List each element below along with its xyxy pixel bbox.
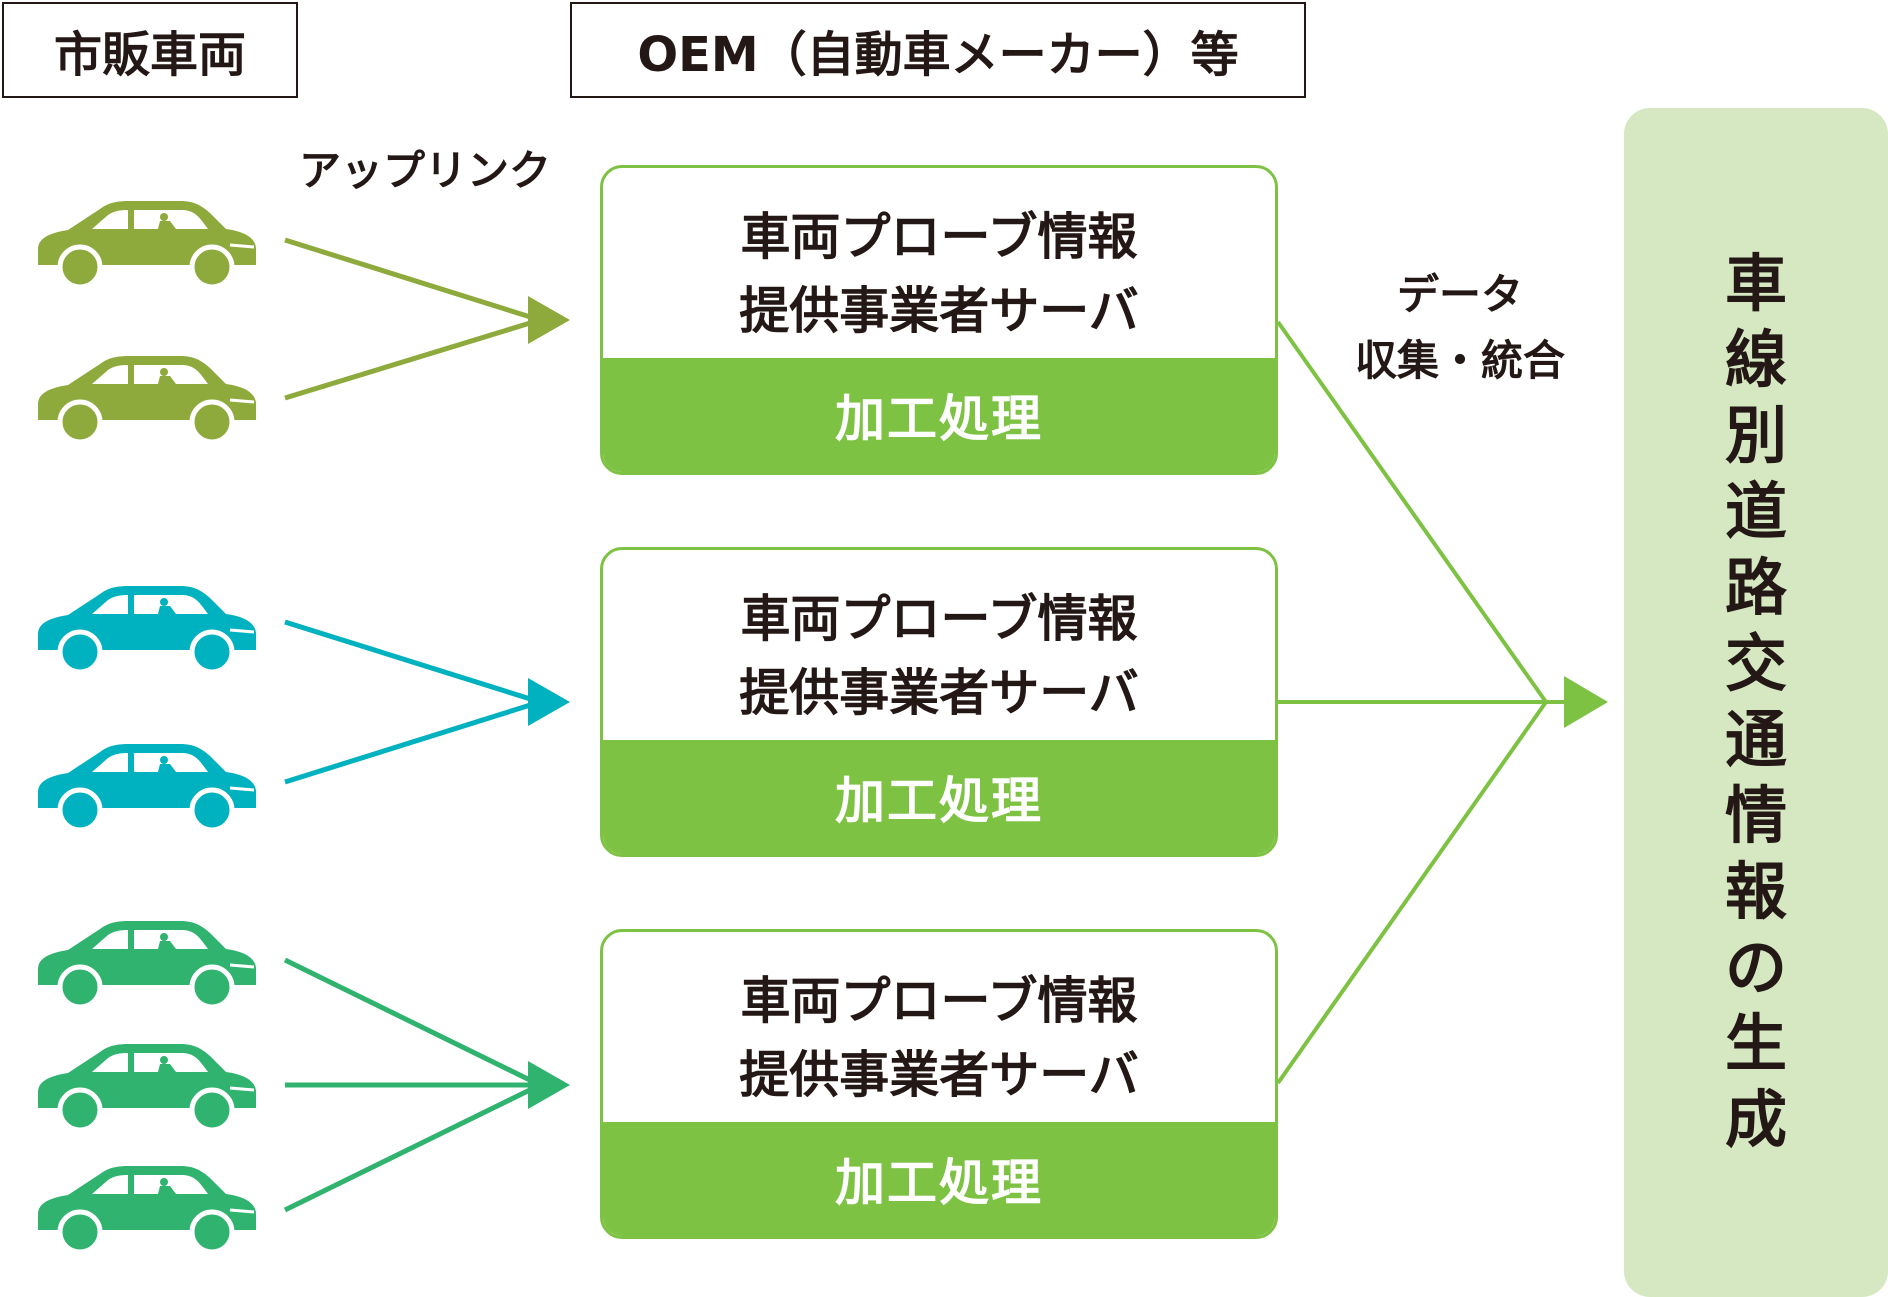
collect-label-line1: データ — [1396, 270, 1523, 319]
result-char: 情 — [1724, 779, 1787, 852]
result-panel: 車 線 別 道 路 交 通 情 報 の 生 成 — [1624, 108, 1888, 1297]
server-title-line2: 提供事業者サーバ — [739, 282, 1139, 340]
car-icon — [30, 1160, 260, 1250]
result-char: 路 — [1724, 551, 1787, 624]
vehicles-header-label: 市販車両 — [53, 27, 246, 83]
car-icon — [30, 350, 260, 440]
result-char: 成 — [1724, 1083, 1787, 1156]
result-title: 車 線 別 道 路 交 通 情 報 の 生 成 — [1624, 246, 1888, 1158]
server-title-line2: 提供事業者サーバ — [739, 664, 1139, 722]
car-icon — [30, 738, 260, 828]
server-title-line1: 車両プローブ情報 — [740, 972, 1138, 1030]
uplink-label: アップリンク — [298, 146, 551, 195]
collect-arrowhead — [1564, 676, 1608, 728]
server-title: 車両プローブ情報 提供事業者サーバ — [603, 200, 1275, 348]
result-char: 通 — [1724, 703, 1787, 776]
uplink-line — [284, 317, 541, 401]
oem-header-label: OEM（自動車メーカー）等 — [637, 27, 1239, 83]
uplink-line — [283, 1082, 542, 1213]
server-title-line1: 車両プローブ情報 — [740, 208, 1138, 266]
processing-band: 加工処理 — [603, 1122, 1275, 1236]
uplink-arrowhead — [528, 1061, 570, 1109]
result-char: 生 — [1724, 1007, 1787, 1080]
car-icon — [30, 1038, 260, 1128]
result-char: 交 — [1724, 627, 1787, 700]
collect-label-line2: 収集・統合 — [1354, 336, 1565, 385]
car-icon — [30, 915, 260, 1005]
vehicles-header: 市販車両 — [2, 2, 298, 98]
server-title-line2: 提供事業者サーバ — [739, 1046, 1139, 1104]
probe-server-box: 車両プローブ情報 提供事業者サーバ 加工処理 — [600, 165, 1278, 475]
probe-server-box: 車両プローブ情報 提供事業者サーバ 加工処理 — [600, 929, 1278, 1239]
result-char: 道 — [1724, 475, 1787, 548]
processing-band: 加工処理 — [603, 358, 1275, 472]
probe-server-box: 車両プローブ情報 提供事業者サーバ 加工処理 — [600, 547, 1278, 857]
server-title: 車両プローブ情報 提供事業者サーバ — [603, 582, 1275, 730]
uplink-line — [284, 237, 541, 323]
car-icon — [30, 195, 260, 285]
result-char: 報 — [1724, 855, 1787, 928]
result-char: 別 — [1724, 399, 1787, 472]
result-char: の — [1724, 931, 1787, 1004]
result-char: 車 — [1724, 247, 1787, 320]
uplink-line — [284, 619, 541, 705]
oem-header: OEM（自動車メーカー）等 — [570, 2, 1306, 98]
uplink-line — [284, 699, 541, 785]
uplink-arrowhead — [528, 296, 570, 344]
collect-line — [1276, 320, 1548, 704]
server-title: 車両プローブ情報 提供事業者サーバ — [603, 964, 1275, 1112]
server-title-line1: 車両プローブ情報 — [740, 590, 1138, 648]
collect-label: データ 収集・統合 — [1330, 262, 1590, 394]
car-icon — [30, 580, 260, 670]
result-char: 線 — [1724, 323, 1787, 396]
collect-line — [1276, 700, 1548, 1085]
processing-band: 加工処理 — [603, 740, 1275, 854]
uplink-arrowhead — [528, 678, 570, 726]
uplink-line — [283, 957, 542, 1088]
